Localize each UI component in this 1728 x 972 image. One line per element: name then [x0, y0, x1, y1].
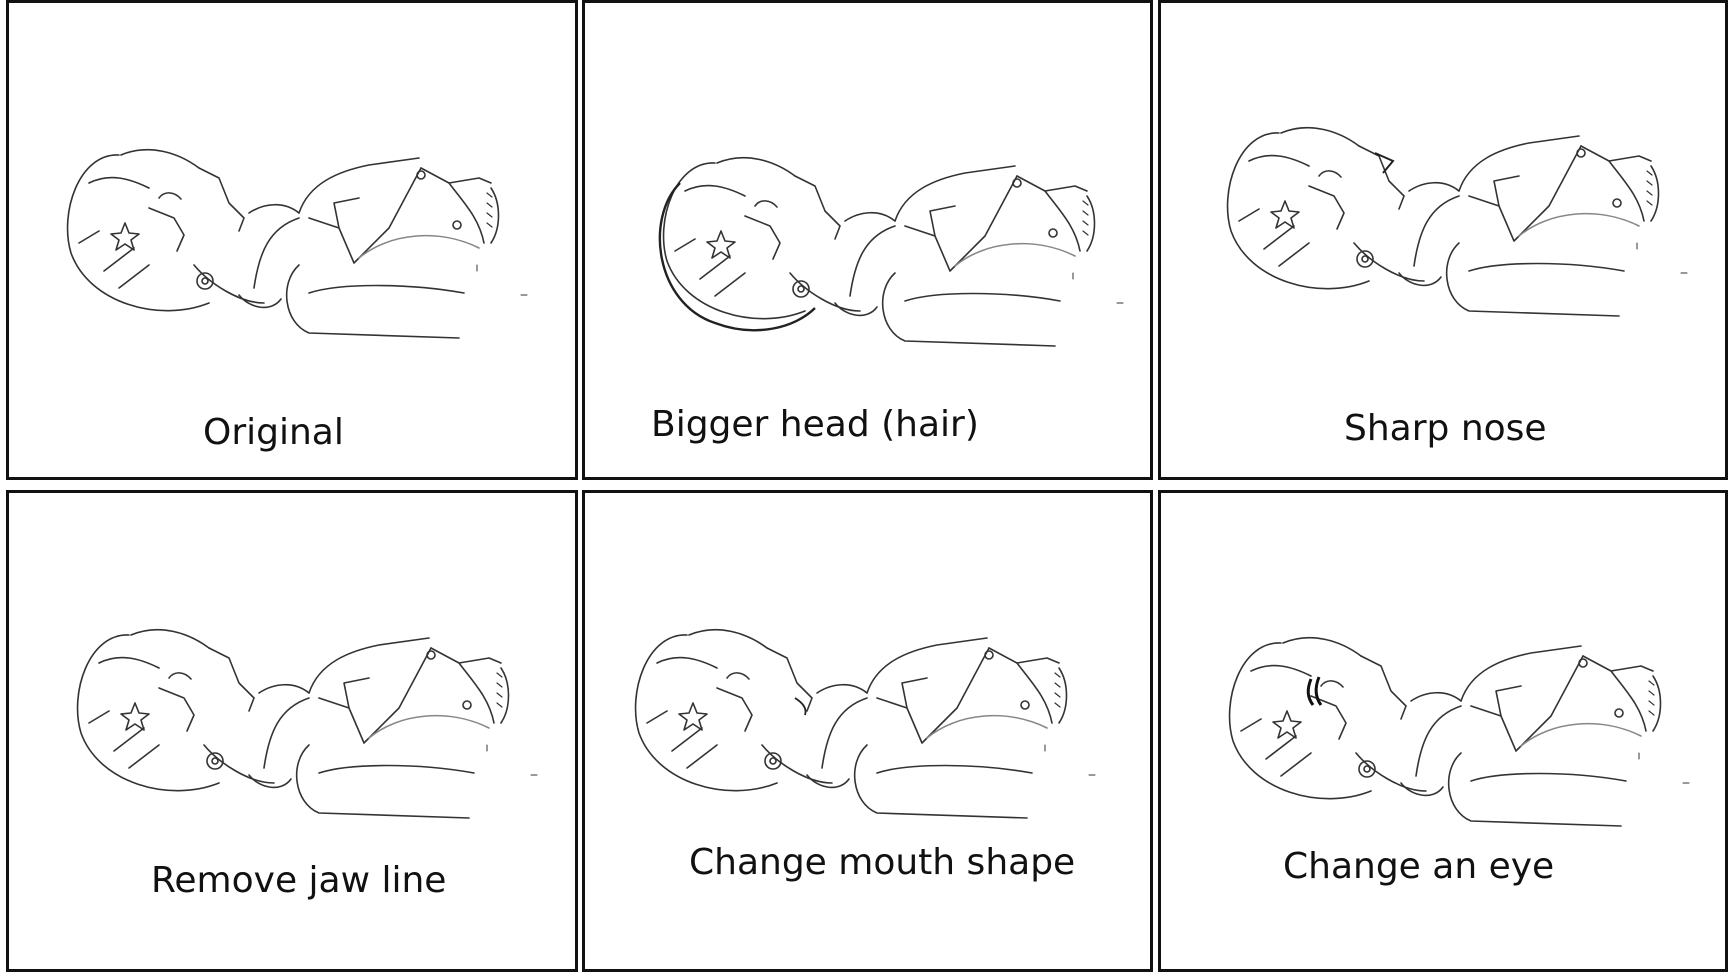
panel-bigger-head: Bigger head (hair) [582, 0, 1153, 480]
sketch-image [1228, 636, 1690, 827]
panel-caption: Sharp nose [1344, 408, 1547, 449]
panel-change-mouth-shape: Change mouth shape [582, 490, 1153, 972]
sketch-image [658, 156, 1124, 347]
panel-caption: Remove jaw line [151, 860, 447, 901]
panel-original: Original [6, 0, 578, 480]
panel-caption: Original [203, 412, 344, 453]
panel-sharp-nose: Sharp nose [1158, 0, 1728, 480]
panel-caption: Bigger head (hair) [651, 404, 979, 445]
sketch-image [66, 148, 528, 339]
panel-remove-jaw-line: Remove jaw line [6, 490, 578, 972]
panel-change-an-eye: Change an eye [1158, 490, 1728, 972]
panel-caption: Change mouth shape [689, 842, 1076, 883]
panel-caption: Change an eye [1283, 846, 1555, 887]
sketch-image [634, 628, 1096, 819]
sketch-image [1226, 126, 1688, 317]
